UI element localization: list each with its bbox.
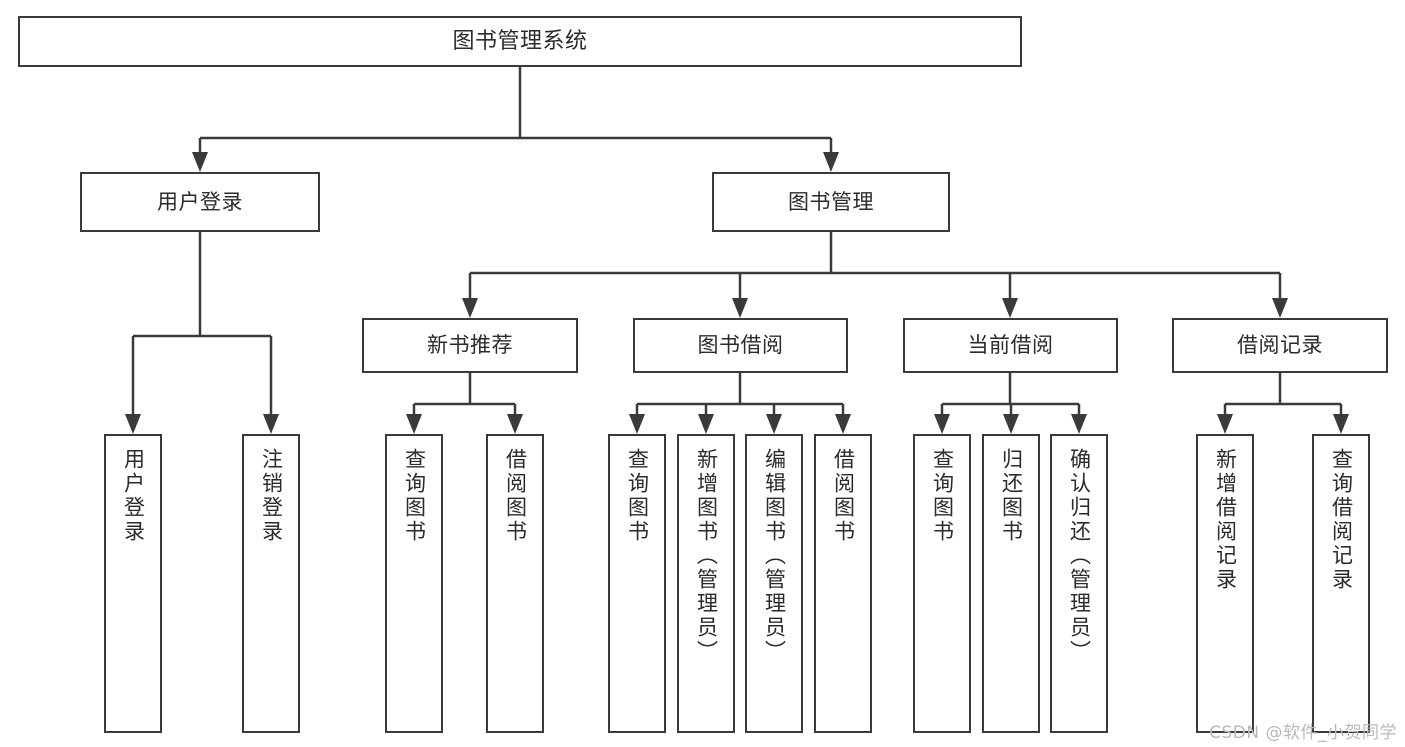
node-label: 新书推荐 xyxy=(427,333,513,358)
node-label: 新增借阅记录 xyxy=(1213,448,1238,592)
node-leaf-confirm-return[interactable]: 确认归还（管理员） xyxy=(1050,434,1108,733)
node-leaf-user-login[interactable]: 用户登录 xyxy=(104,434,162,733)
node-leaf-logout[interactable]: 注销登录 xyxy=(242,434,300,733)
node-root[interactable]: 图书管理系统 xyxy=(18,16,1022,67)
node-label: 查询借阅记录 xyxy=(1329,448,1354,592)
node-label: 用户登录 xyxy=(121,448,146,544)
edge-arrowhead xyxy=(1003,414,1019,434)
node-leaf-query-record[interactable]: 查询借阅记录 xyxy=(1312,434,1370,733)
node-label: 查询图书 xyxy=(625,448,650,544)
node-label: 确认归还（管理员） xyxy=(1067,448,1092,664)
node-user-login[interactable]: 用户登录 xyxy=(80,172,320,232)
node-label: 新增图书（管理员） xyxy=(694,448,719,664)
edge-arrowhead xyxy=(934,414,950,434)
edge-arrowhead xyxy=(125,414,141,434)
node-label: 图书管理系统 xyxy=(452,28,588,54)
node-leaf-borrow-book-bb[interactable]: 借阅图书 xyxy=(814,434,872,733)
node-current-borrow[interactable]: 当前借阅 xyxy=(903,318,1118,373)
node-leaf-return-book[interactable]: 归还图书 xyxy=(982,434,1040,733)
node-label: 归还图书 xyxy=(999,448,1024,544)
edge-polylines xyxy=(125,67,1349,434)
edge-arrowhead xyxy=(192,152,208,172)
edge-arrowhead xyxy=(1071,414,1087,434)
node-label: 图书管理 xyxy=(788,189,874,214)
node-leaf-edit-book[interactable]: 编辑图书（管理员） xyxy=(745,434,803,733)
edge-arrowhead xyxy=(766,414,782,434)
edge-arrowhead xyxy=(835,414,851,434)
node-book-borrow[interactable]: 图书借阅 xyxy=(633,318,848,373)
node-book-management[interactable]: 图书管理 xyxy=(712,172,950,232)
node-leaf-borrow-book-rec[interactable]: 借阅图书 xyxy=(486,434,544,733)
edge-arrowhead xyxy=(1217,414,1233,434)
node-new-book-recommend[interactable]: 新书推荐 xyxy=(362,318,578,373)
node-leaf-query-book-rec[interactable]: 查询图书 xyxy=(385,434,443,733)
edge-arrowhead xyxy=(1333,414,1349,434)
edge-arrowhead xyxy=(629,414,645,434)
node-label: 图书借阅 xyxy=(697,333,784,358)
edge-arrowhead xyxy=(823,152,839,172)
node-leaf-add-book[interactable]: 新增图书（管理员） xyxy=(677,434,735,733)
edge-arrowhead xyxy=(263,414,279,434)
node-label: 当前借阅 xyxy=(967,333,1054,358)
node-label: 查询图书 xyxy=(930,448,955,544)
node-borrow-record[interactable]: 借阅记录 xyxy=(1172,318,1388,373)
node-leaf-query-book-cb[interactable]: 查询图书 xyxy=(913,434,971,733)
edge-arrowhead xyxy=(462,298,478,318)
node-leaf-add-record[interactable]: 新增借阅记录 xyxy=(1196,434,1254,733)
node-label: 借阅记录 xyxy=(1237,333,1323,358)
node-label: 借阅图书 xyxy=(503,448,528,544)
node-leaf-query-book-bb[interactable]: 查询图书 xyxy=(608,434,666,733)
node-label: 查询图书 xyxy=(402,448,427,544)
edge-arrowhead xyxy=(406,414,422,434)
edge-arrowhead xyxy=(507,414,523,434)
node-label: 注销登录 xyxy=(259,448,284,544)
edge-arrowhead xyxy=(1002,298,1018,318)
edge-arrowhead xyxy=(732,298,748,318)
csdn-watermark: CSDN @软件_小贺同学 xyxy=(1209,723,1397,743)
node-label: 用户登录 xyxy=(157,189,243,214)
node-label: 借阅图书 xyxy=(831,448,856,544)
edge-arrowhead xyxy=(698,414,714,434)
node-label: 编辑图书（管理员） xyxy=(762,448,787,664)
edge-arrowhead xyxy=(1272,298,1288,318)
